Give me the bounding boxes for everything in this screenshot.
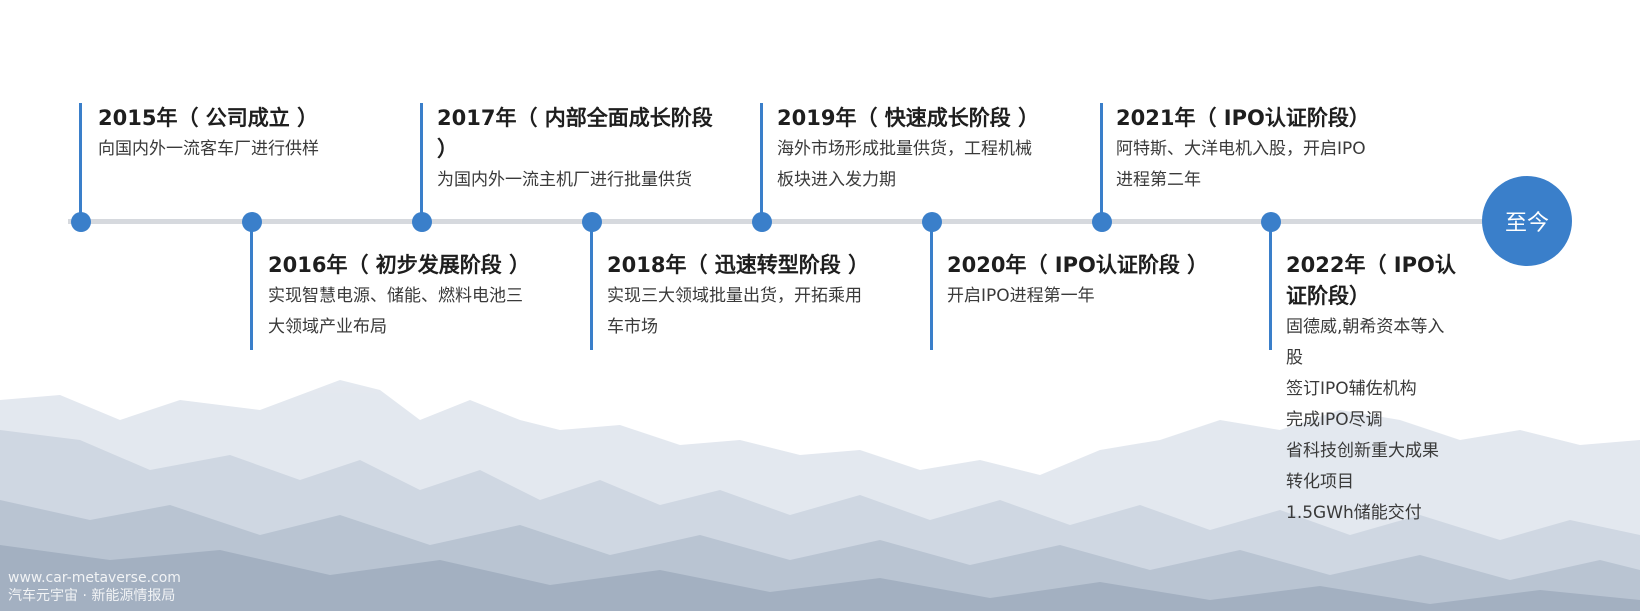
- timeline-dot-2022: [1261, 212, 1281, 232]
- milestone-2020: 2020年（ IPO认证阶段 ） 开启IPO进程第一年: [947, 250, 1247, 312]
- milestone-desc-line: 股: [1286, 348, 1303, 368]
- milestone-desc-line: 固德威,朝希资本等入: [1286, 317, 1445, 337]
- milestone-desc-line: 板块进入发力期: [777, 170, 896, 190]
- milestone-desc-line: 阿特斯、大洋电机入股，开启IPO: [1116, 139, 1366, 159]
- milestone-desc: 固德威,朝希资本等入 股 签订IPO辅佐机构 完成IPO尽调 省科技创新重大成果…: [1286, 312, 1471, 529]
- timeline-dot-2017: [412, 212, 432, 232]
- milestone-desc: 阿特斯、大洋电机入股，开启IPO 进程第二年: [1116, 134, 1416, 196]
- milestone-desc-line: 车市场: [607, 317, 658, 337]
- timeline-axis: [68, 219, 1488, 224]
- milestone-2021: 2021年（ IPO认证阶段） 阿特斯、大洋电机入股，开启IPO 进程第二年: [1116, 103, 1416, 196]
- watermark: www.car-metaverse.com 汽车元宇宙 · 新能源情报局: [8, 569, 181, 605]
- milestone-desc-line: 为国内外一流主机厂进行批量供货: [437, 170, 692, 190]
- timeline-dot-2020: [922, 212, 942, 232]
- timeline-dot-2016: [242, 212, 262, 232]
- milestone-title: 2021年（ IPO认证阶段）: [1116, 106, 1370, 130]
- milestone-2018: 2018年（ 迅速转型阶段 ） 实现三大领域批量出货，开拓乘用 车市场: [607, 250, 907, 343]
- milestone-2017: 2017年（ 内部全面成长阶段 ） 为国内外一流主机厂进行批量供货: [437, 103, 727, 196]
- milestone-desc: 向国内外一流客车厂进行供样: [98, 134, 398, 165]
- milestone-desc-line: 签订IPO辅佐机构: [1286, 379, 1417, 399]
- timeline-dot-2019: [752, 212, 772, 232]
- milestone-title: 2020年（ IPO认证阶段 ）: [947, 253, 1209, 277]
- milestone-2015: 2015年（ 公司成立 ） 向国内外一流客车厂进行供样: [98, 103, 398, 165]
- milestone-desc-line: 转化项目: [1286, 472, 1354, 492]
- watermark-url: www.car-metaverse.com: [8, 570, 181, 586]
- milestone-desc-line: 实现智慧电源、储能、燃料电池三: [268, 286, 523, 306]
- milestone-title: 2022年（ IPO认证阶段）: [1286, 253, 1456, 308]
- timeline-stem-2019: [760, 103, 763, 221]
- timeline-dot-2018: [582, 212, 602, 232]
- milestone-desc-line: 省科技创新重大成果: [1286, 441, 1439, 461]
- milestone-desc: 海外市场形成批量供货，工程机械 板块进入发力期: [777, 134, 1077, 196]
- milestone-desc: 实现三大领域批量出货，开拓乘用 车市场: [607, 281, 907, 343]
- milestone-desc-line: 大领域产业布局: [268, 317, 387, 337]
- watermark-caption: 汽车元宇宙 · 新能源情报局: [8, 588, 176, 604]
- timeline-dot-2015: [71, 212, 91, 232]
- milestone-desc-line: 1.5GWh储能交付: [1286, 503, 1422, 523]
- timeline-stem-2022: [1269, 222, 1272, 350]
- milestone-desc: 实现智慧电源、储能、燃料电池三 大领域产业布局: [268, 281, 568, 343]
- milestone-2019: 2019年（ 快速成长阶段 ） 海外市场形成批量供货，工程机械 板块进入发力期: [777, 103, 1077, 196]
- milestone-desc-line: 进程第二年: [1116, 170, 1201, 190]
- timeline-dot-2021: [1092, 212, 1112, 232]
- milestone-title: 2019年（ 快速成长阶段 ）: [777, 106, 1040, 130]
- milestone-2016: 2016年（ 初步发展阶段 ） 实现智慧电源、储能、燃料电池三 大领域产业布局: [268, 250, 568, 343]
- milestone-2022: 2022年（ IPO认证阶段） 固德威,朝希资本等入 股 签订IPO辅佐机构 完…: [1286, 250, 1471, 529]
- timeline-stem-2020: [930, 222, 933, 350]
- timeline-stem-2018: [590, 222, 593, 350]
- milestone-desc-line: 开启IPO进程第一年: [947, 286, 1095, 306]
- milestone-desc: 开启IPO进程第一年: [947, 281, 1247, 312]
- timeline-end-circle: 至今: [1482, 176, 1572, 266]
- milestone-desc-line: 实现三大领域批量出货，开拓乘用: [607, 286, 862, 306]
- timeline-stem-2017: [420, 103, 423, 221]
- milestone-title: 2016年（ 初步发展阶段 ）: [268, 253, 531, 277]
- timeline-stem-2016: [250, 222, 253, 350]
- milestone-desc-line: 海外市场形成批量供货，工程机械: [777, 139, 1032, 159]
- milestone-desc-line: 完成IPO尽调: [1286, 410, 1383, 430]
- milestone-title: 2015年（ 公司成立 ）: [98, 106, 319, 130]
- timeline-stem-2021: [1100, 103, 1103, 221]
- milestone-desc-line: 向国内外一流客车厂进行供样: [98, 139, 319, 159]
- timeline-stem-2015: [79, 103, 82, 221]
- milestone-title: 2018年（ 迅速转型阶段 ）: [607, 253, 870, 277]
- milestone-desc: 为国内外一流主机厂进行批量供货: [437, 165, 727, 196]
- milestone-title: 2017年（ 内部全面成长阶段 ）: [437, 106, 713, 161]
